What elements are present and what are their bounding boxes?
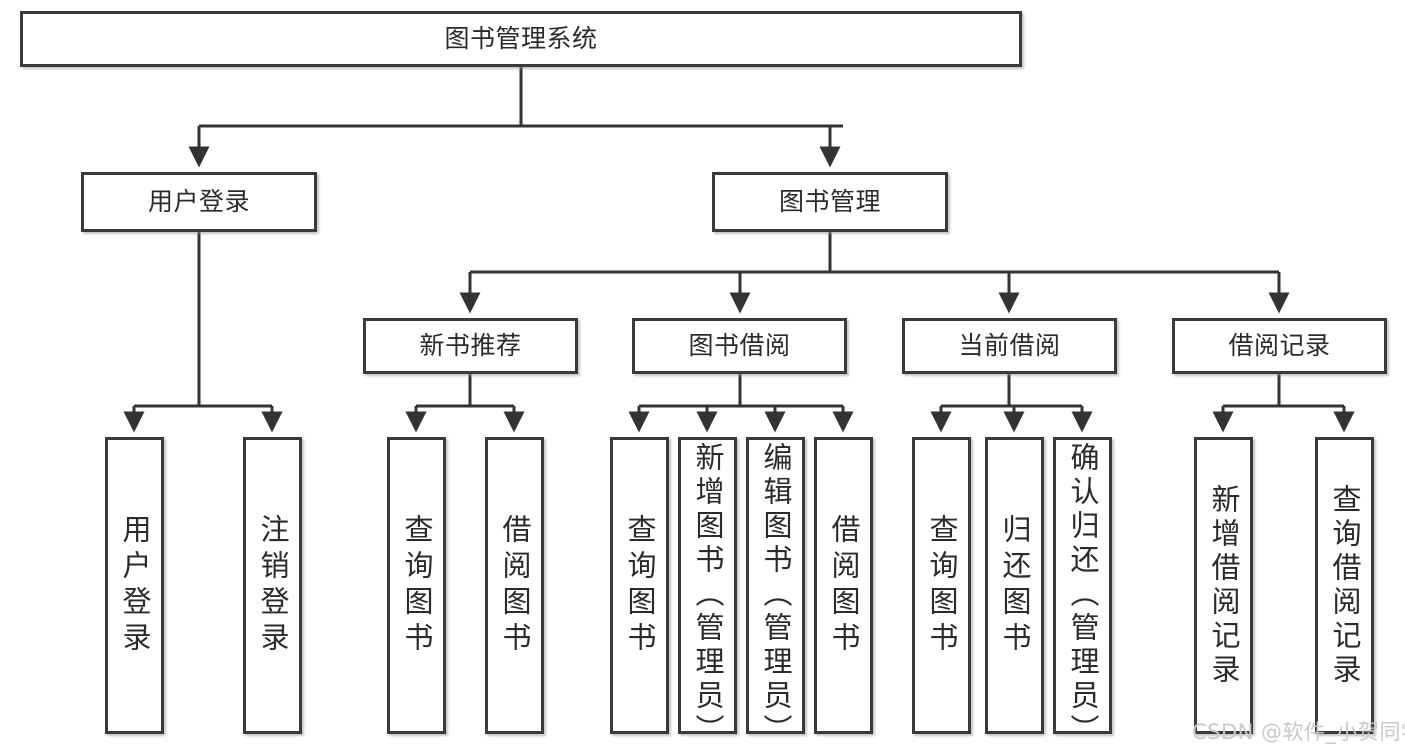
node-leaf-edit-book-label: 编辑图书（管理员） [759, 442, 793, 747]
node-root[interactable]: 图书管理系统 [20, 11, 1022, 67]
node-leaf-query-book-3[interactable]: 查询图书 [912, 437, 971, 734]
node-leaf-query-record-label: 查询借阅记录 [1328, 483, 1362, 688]
node-leaf-user-login[interactable]: 用户登录 [105, 437, 164, 734]
node-book-borrow-label: 图书借阅 [688, 330, 791, 360]
node-leaf-user-logout-label: 注销登录 [256, 513, 290, 658]
node-leaf-query-book-2-label: 查询图书 [623, 513, 657, 658]
node-leaf-return-book[interactable]: 归还图书 [985, 437, 1044, 734]
node-leaf-add-record-label: 新增借阅记录 [1207, 483, 1241, 688]
node-leaf-borrow-book-1[interactable]: 借阅图书 [485, 437, 544, 734]
node-current-borrow-label: 当前借阅 [958, 330, 1061, 360]
node-user-login[interactable]: 用户登录 [81, 172, 317, 232]
node-book-manage[interactable]: 图书管理 [712, 172, 948, 232]
node-new-book-rec-label: 新书推荐 [419, 330, 522, 360]
node-leaf-return-book-label: 归还图书 [998, 513, 1032, 658]
node-borrow-record-label: 借阅记录 [1228, 330, 1331, 360]
node-leaf-add-record[interactable]: 新增借阅记录 [1194, 437, 1253, 734]
node-borrow-record[interactable]: 借阅记录 [1172, 318, 1387, 374]
node-root-label: 图书管理系统 [444, 23, 598, 53]
node-leaf-confirm-return-label: 确认归还（管理员） [1066, 442, 1100, 747]
node-leaf-add-book[interactable]: 新增图书（管理员） [678, 437, 737, 747]
node-leaf-query-book-3-label: 查询图书 [925, 513, 959, 658]
node-leaf-query-book-1[interactable]: 查询图书 [387, 437, 446, 734]
csdn-watermark: CSDN @软件_小贺同学 [1192, 720, 1405, 744]
node-leaf-borrow-book-1-label: 借阅图书 [498, 513, 532, 658]
node-book-manage-label: 图书管理 [778, 186, 881, 216]
node-user-login-label: 用户登录 [147, 186, 250, 216]
node-new-book-rec[interactable]: 新书推荐 [363, 318, 578, 374]
node-current-borrow[interactable]: 当前借阅 [902, 318, 1117, 374]
node-book-borrow[interactable]: 图书借阅 [632, 318, 847, 374]
node-leaf-query-record[interactable]: 查询借阅记录 [1315, 437, 1374, 734]
node-leaf-query-book-1-label: 查询图书 [400, 513, 434, 658]
node-leaf-user-login-label: 用户登录 [118, 513, 152, 658]
node-leaf-edit-book[interactable]: 编辑图书（管理员） [746, 437, 805, 747]
node-leaf-query-book-2[interactable]: 查询图书 [610, 437, 669, 734]
node-leaf-borrow-book-2[interactable]: 借阅图书 [814, 437, 873, 734]
node-leaf-user-logout[interactable]: 注销登录 [243, 437, 302, 734]
node-leaf-confirm-return[interactable]: 确认归还（管理员） [1053, 437, 1112, 747]
node-leaf-borrow-book-2-label: 借阅图书 [827, 513, 861, 658]
node-leaf-add-book-label: 新增图书（管理员） [691, 442, 725, 747]
